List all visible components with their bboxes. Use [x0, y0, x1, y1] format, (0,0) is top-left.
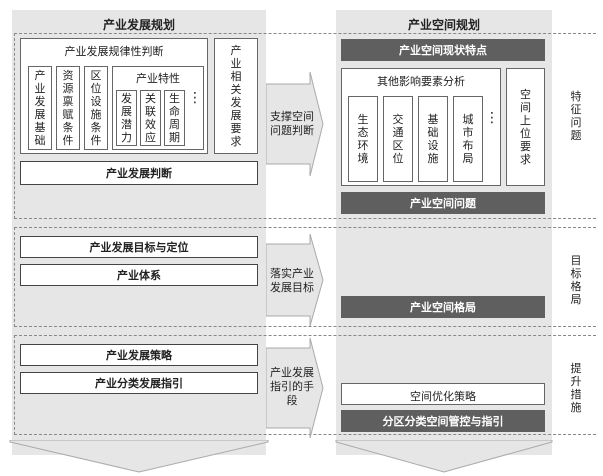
status-box: 产业空间现状特点 [341, 39, 545, 61]
band-measures [14, 335, 596, 435]
side-label-goal-pattern: 目标格局 [570, 254, 582, 306]
band-goal-pattern [14, 227, 596, 327]
problem-box: 产业空间问题 [341, 192, 545, 214]
other-item-3: 基础设施 [418, 96, 448, 182]
pattern-box: 产业空间格局 [341, 296, 545, 318]
space-requirement-box: 产业相关发展要求 [214, 38, 258, 154]
law-item-2: 资源禀赋条件 [56, 66, 80, 150]
upper-requirement-box: 空间上位要求 [506, 68, 545, 186]
arrow-means [266, 338, 324, 438]
strategy-box: 产业发展策略 [20, 344, 258, 366]
goal-box: 产业发展目标与定位 [20, 236, 258, 258]
arrow-support [266, 72, 324, 176]
feature-item-3: 生命周期 [164, 90, 185, 146]
left-column-arrow [9, 440, 269, 473]
other-item-1: 生态环境 [348, 96, 378, 182]
other-item-2: 交通区位 [383, 96, 413, 182]
arrow-implement-label: 落实产业发展目标 [270, 267, 314, 294]
right-column-arrow [335, 440, 553, 473]
other-factors-title: 其他影响要素分析 [377, 75, 465, 88]
arrow-implement [266, 234, 324, 326]
feature-item-1: 发展潜力 [116, 90, 137, 146]
other-ellipsis: ⋮ [485, 110, 499, 126]
system-box: 产业体系 [20, 264, 258, 286]
left-column-title: 产业发展规划 [102, 18, 175, 32]
optimize-box [341, 383, 545, 405]
band-feature-problem [14, 33, 596, 219]
arrow-support-label: 支撑空间问题判断 [270, 110, 314, 137]
zoning-box: 分区分类空间管控与指引 [341, 410, 545, 432]
law-item-3: 区位设施条件 [84, 66, 108, 150]
feature-title: 产业特性 [136, 72, 180, 85]
arrow-means-label: 产业发展指引的手段 [270, 366, 314, 407]
guidance-box: 产业分类发展指引 [20, 372, 258, 394]
side-label-feature-problem: 特征问题 [570, 90, 582, 142]
law-item-1: 产业发展基础 [28, 66, 52, 150]
law-judgment-title: 产业发展规律性判断 [64, 45, 164, 58]
side-label-measures: 提升措施 [570, 362, 582, 414]
right-column-title: 产业空间规划 [407, 18, 480, 32]
industry-judgment-box: 产业发展判断 [20, 161, 258, 185]
feature-item-2: 关联效应 [140, 90, 161, 146]
optimize-label: 空间优化策略 [410, 390, 476, 403]
feature-ellipsis: ⋮ [188, 90, 202, 106]
other-item-4: 城市布局 [453, 96, 483, 182]
